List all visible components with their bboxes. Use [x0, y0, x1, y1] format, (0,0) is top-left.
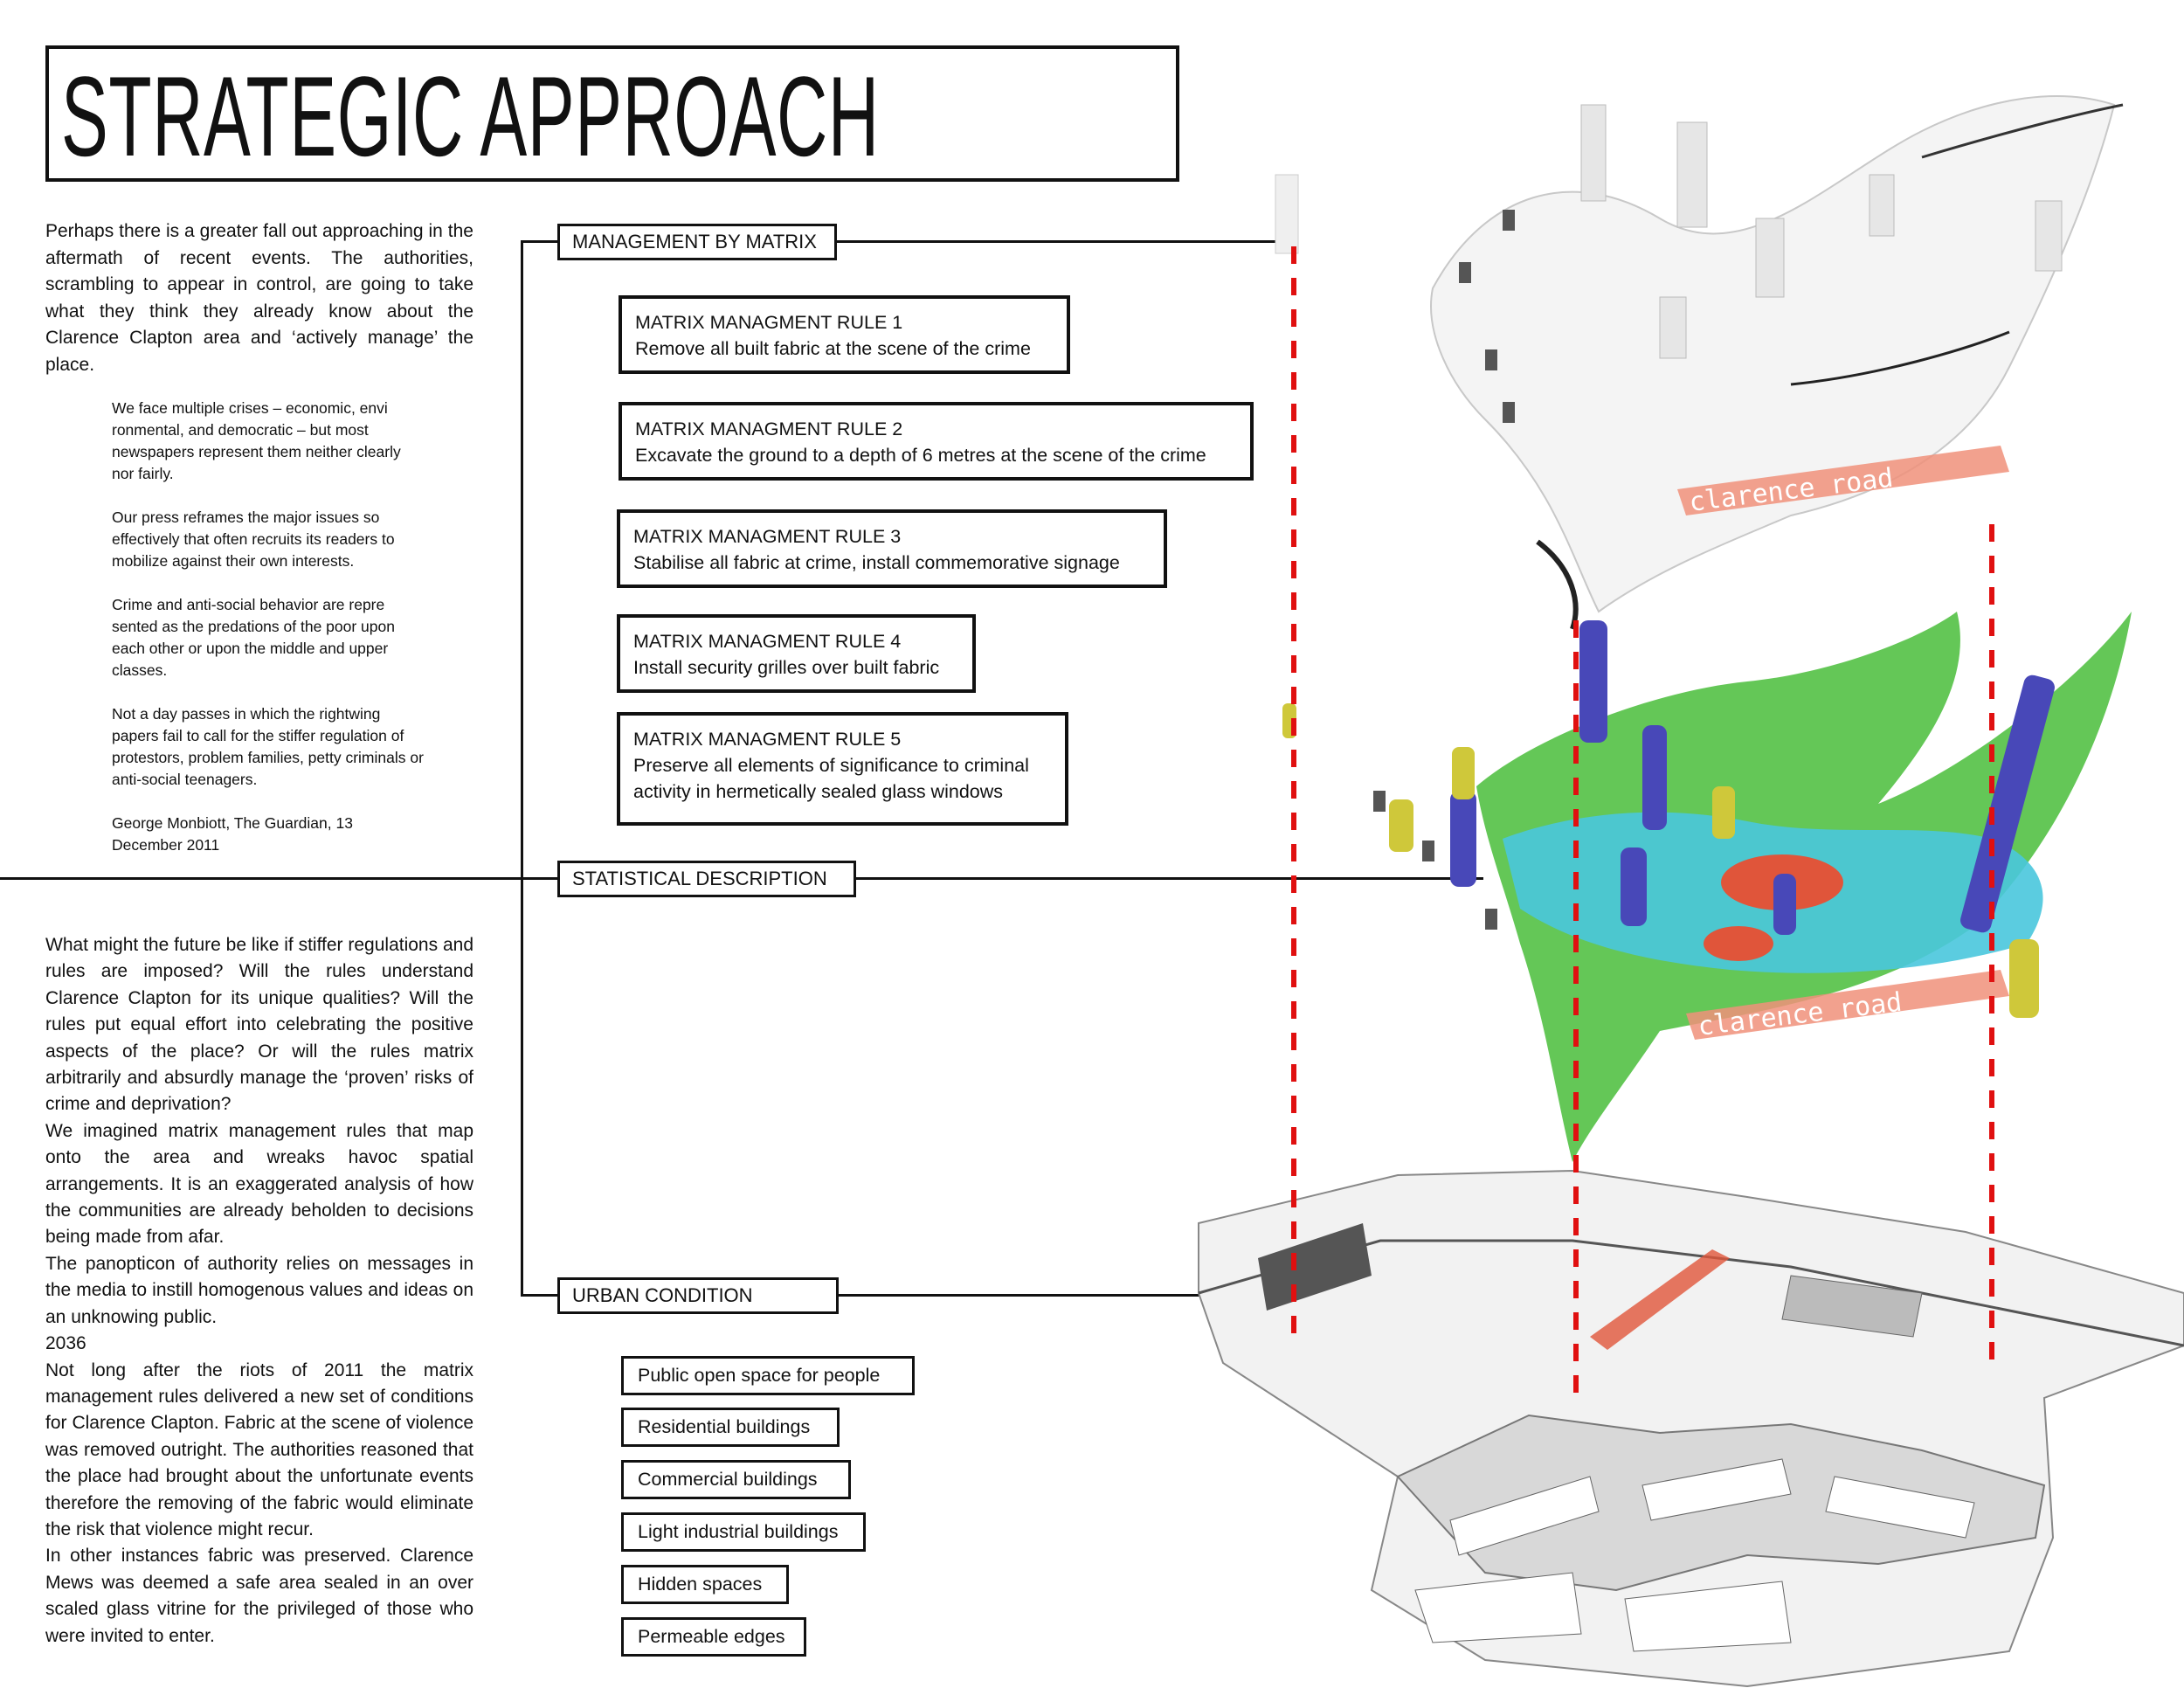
rule-text: Excavate the ground to a depth of 6 metr… [635, 445, 1206, 466]
bracket-vertical-line [521, 240, 523, 1296]
layer-label-matrix: MANAGEMENT BY MATRIX [557, 224, 837, 260]
body-text: What might the future be like if stiffer… [45, 932, 473, 1650]
legend-item-permeable: Permeable edges [621, 1617, 806, 1657]
body-paragraph: Not long after the riots of 2011 the mat… [45, 1359, 473, 1539]
statistical-surface-layer [1282, 612, 2132, 1162]
statistical-level-line [854, 877, 1483, 880]
quote-paragraph: Not a day passes in which the rightwing … [112, 705, 424, 788]
intro-paragraph: Perhaps there is a greater fall out appr… [45, 221, 473, 375]
quote-paragraph: Crime and anti-social behavior are repre… [112, 596, 395, 679]
rule-box-4: MATRIX MANAGMENT RULE 4 Install security… [617, 614, 976, 693]
rule-text: Remove all built fabric at the scene of … [635, 338, 1031, 359]
body-paragraph: What might the future be like if stiffer… [45, 935, 473, 1115]
rule-box-1: MATRIX MANAGMENT RULE 1 Remove all built… [619, 295, 1070, 374]
rule-title: MATRIX MANAGMENT RULE 5 [633, 729, 902, 750]
rule-text: activity in hermetically sealed glass wi… [633, 781, 1004, 802]
statistical-axis-line [0, 877, 559, 880]
quote-attribution: George Monbiott, The Guardian, 13 Decemb… [112, 814, 353, 854]
exploded-axonometric-illustration: clarence road clarence road [1198, 95, 2184, 1688]
rule-title: MATRIX MANAGMENT RULE 1 [635, 312, 903, 333]
rule-box-5: MATRIX MANAGMENT RULE 5 Preserve all ele… [617, 712, 1068, 826]
projection-lines [1291, 246, 1994, 1398]
quote-block: We face multiple crises – economic, envi… [112, 398, 426, 878]
layer-label-statistical: STATISTICAL DESCRIPTION [557, 861, 856, 897]
matrix-level-line [835, 240, 1298, 243]
connector-line [521, 1294, 557, 1297]
legend-item-residential: Residential buildings [621, 1408, 840, 1447]
rule-title: MATRIX MANAGMENT RULE 2 [635, 419, 903, 439]
rule-text: Stabilise all fabric at crime, install c… [633, 552, 1120, 573]
matrix-surface-layer [1275, 95, 2124, 630]
layer-label-urban: URBAN CONDITION [557, 1277, 839, 1314]
rule-text: Install security grilles over built fabr… [633, 657, 940, 678]
legend-item-commercial: Commercial buildings [621, 1460, 851, 1499]
page-title: STRATEGIC APPROACH [61, 52, 880, 180]
rule-box-2: MATRIX MANAGMENT RULE 2 Excavate the gro… [619, 402, 1254, 481]
body-paragraph: We imagined matrix management rules that… [45, 1120, 473, 1248]
rule-title: MATRIX MANAGMENT RULE 4 [633, 631, 902, 652]
quote-paragraph: We face multiple crises – economic, envi… [112, 399, 401, 482]
body-year: 2036 [45, 1333, 86, 1354]
legend-item-industrial: Light industrial buildings [621, 1512, 866, 1552]
connector-line [521, 240, 557, 243]
legend-item-hidden: Hidden spaces [621, 1565, 789, 1604]
rule-box-3: MATRIX MANAGMENT RULE 3 Stabilise all fa… [617, 509, 1167, 588]
rule-title: MATRIX MANAGMENT RULE 3 [633, 526, 902, 547]
rule-text: Preserve all elements of significance to… [633, 755, 1029, 776]
quote-paragraph: Our press reframes the major issues so e… [112, 508, 395, 570]
body-paragraph: The panopticon of authority relies on me… [45, 1253, 473, 1327]
urban-condition-layer [1198, 1169, 2184, 1688]
title-box: STRATEGIC APPROACH [45, 45, 1179, 182]
legend-item-open-space: Public open space for people [621, 1356, 915, 1395]
body-paragraph: In other instances fabric was preserved.… [45, 1546, 473, 1646]
urban-level-line [837, 1294, 1204, 1297]
